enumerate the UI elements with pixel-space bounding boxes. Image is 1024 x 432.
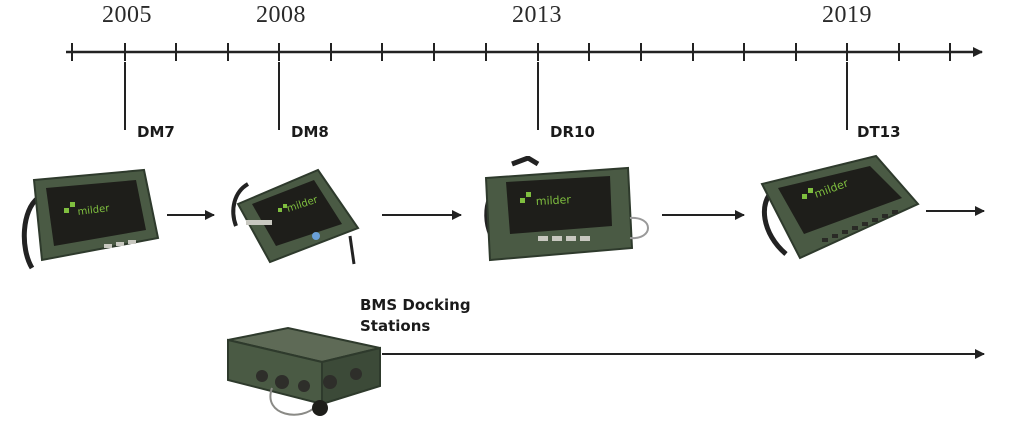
rugged-display-dm7-icon: milder (21, 168, 160, 270)
year-2013: 2013 (512, 2, 562, 28)
screen-brand-dr10: milder (535, 193, 571, 208)
product-label-dr10: DR10 (550, 123, 595, 141)
axis-ticks (71, 43, 951, 61)
rugged-display-dr10-icon: milder (484, 156, 649, 262)
screen-brand-dm7: milder (77, 203, 111, 218)
docking-label-line2: Stations (360, 317, 431, 335)
year-2005: 2005 (102, 2, 152, 28)
docking-label-line1: BMS Docking (360, 296, 471, 314)
year-2019: 2019 (822, 2, 872, 28)
product-label-dm7: DM7 (137, 123, 175, 141)
rugged-display-dt13-icon: milder (760, 154, 920, 260)
rugged-display-dm8-icon: milder (231, 168, 360, 265)
product-label-dm8: DM8 (291, 123, 329, 141)
year-2008: 2008 (256, 2, 306, 28)
product-label-dt13: DT13 (857, 123, 901, 141)
docking-station-icon (227, 326, 381, 416)
